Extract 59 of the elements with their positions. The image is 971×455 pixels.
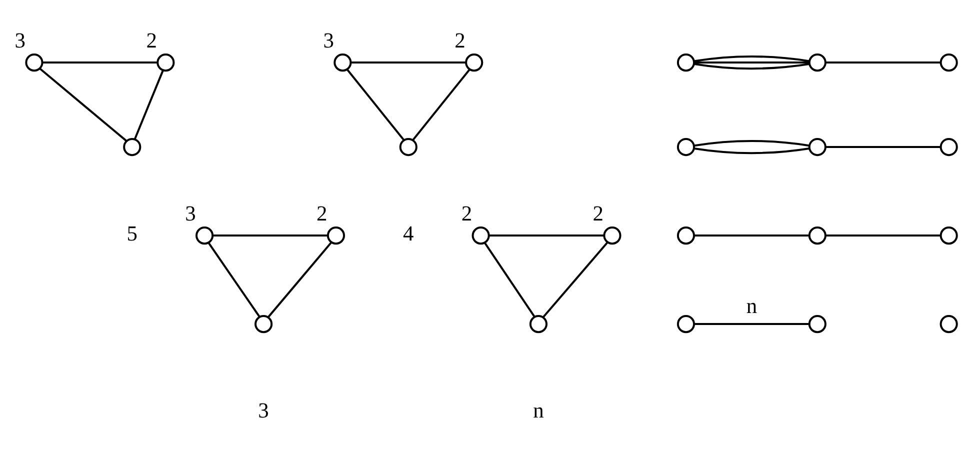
node-circle	[334, 54, 352, 72]
node-label: 3	[185, 202, 196, 226]
connector	[694, 147, 810, 154]
node-label: 2	[461, 202, 472, 226]
node-circle	[156, 54, 175, 72]
connector	[346, 69, 404, 140]
node-circle	[472, 226, 490, 245]
node-circle	[25, 54, 44, 72]
connector	[42, 62, 158, 64]
node-circle	[940, 226, 958, 245]
node-label: 5	[126, 222, 138, 246]
node-circle	[676, 54, 696, 72]
node-label: 2	[316, 202, 328, 226]
node-circle	[676, 226, 696, 245]
node-circle	[940, 138, 958, 156]
edge-label: n	[746, 294, 758, 318]
connector	[694, 140, 810, 147]
node-label: 4	[403, 222, 414, 246]
node-circle	[808, 315, 826, 334]
connector	[350, 62, 466, 64]
node-circle	[808, 54, 826, 72]
node-label: 3	[323, 28, 334, 53]
node-circle	[465, 54, 484, 72]
node-circle	[808, 138, 826, 156]
connector	[694, 62, 810, 64]
node-circle	[940, 54, 958, 72]
connector	[489, 234, 604, 237]
node-label: 2	[592, 202, 604, 226]
connector	[484, 242, 536, 318]
connector	[694, 323, 810, 326]
node-label: 2	[454, 28, 466, 53]
connector	[134, 70, 164, 140]
node-circle	[676, 138, 696, 156]
node-circle	[940, 315, 958, 334]
connector	[412, 69, 470, 140]
connector	[694, 62, 810, 70]
node-circle	[254, 315, 273, 334]
node-circle	[808, 226, 826, 245]
connector	[542, 242, 608, 318]
node-label: 2	[146, 28, 157, 53]
node-label: 3	[14, 28, 26, 53]
connector	[826, 146, 941, 148]
connector	[826, 62, 941, 64]
node-circle	[676, 315, 696, 334]
connector	[208, 242, 260, 318]
connector	[39, 68, 128, 142]
node-circle	[326, 226, 346, 245]
connector	[212, 234, 328, 237]
connector	[694, 56, 810, 62]
connector	[694, 234, 810, 237]
connector	[268, 242, 332, 318]
connector	[826, 234, 941, 237]
node-label: n	[533, 398, 544, 423]
node-circle	[603, 226, 622, 245]
node-circle	[123, 138, 142, 156]
node-circle	[529, 315, 548, 334]
node-circle	[196, 226, 214, 245]
node-circle	[399, 138, 418, 156]
node-label: 3	[258, 398, 269, 423]
